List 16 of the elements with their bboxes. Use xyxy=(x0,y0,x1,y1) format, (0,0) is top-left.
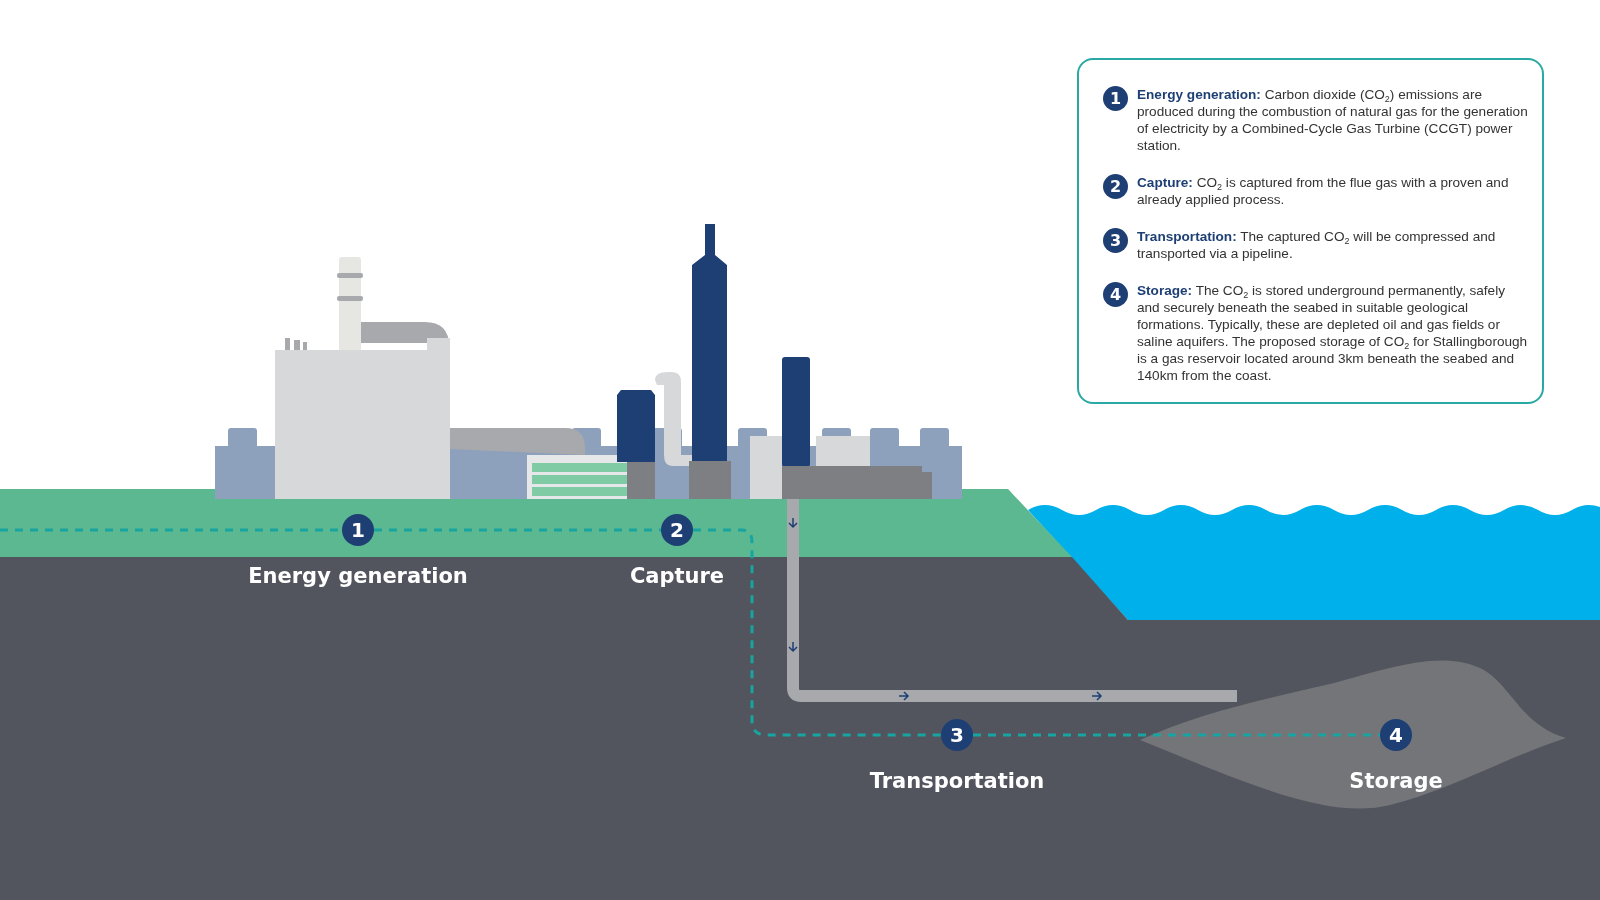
dashed-route-line xyxy=(693,528,941,737)
step-number-circle: 3 xyxy=(1103,228,1128,253)
dashed-route-line xyxy=(374,528,661,532)
step-number-circle: 4 xyxy=(1103,282,1128,307)
step-label: Transportation xyxy=(869,769,1045,793)
step-number-circle: 1 xyxy=(1103,86,1128,111)
step-label: Energy generation xyxy=(248,564,468,588)
step-number-circle: 2 xyxy=(1103,174,1128,199)
step-label: Storage xyxy=(1349,769,1443,793)
dashed-route-line xyxy=(973,733,1380,737)
step-description: Transportation: The captured CO$_{2}$ will be compressed and transported via a pipeline. xyxy=(1137,228,1497,262)
info-panel xyxy=(1077,58,1544,404)
step-description: Capture: CO$_{2}$ is captured from the flue gas with a proven and already applied process. xyxy=(1137,174,1510,208)
step-description: Energy generation: Carbon dioxide (CO$_{2}$) emissions are produced during the combustion of natural gas for the generation of electricity by a Combined-Cycle Gas Turbine (CCGT) power station. xyxy=(1137,86,1528,154)
step-description: Storage: The CO$_{2}$ is stored underground permanently, safely and securely beneath the seabed in suitable geological formations. Typically, these are depleted oil and gas fields or saline aquifers. The proposed storage of CO$_{2}$ for Stallingborough is a gas reservoir located around 3km beneath the seabed and 140km from the coast. xyxy=(1137,282,1528,384)
step-label: Capture xyxy=(629,564,725,588)
